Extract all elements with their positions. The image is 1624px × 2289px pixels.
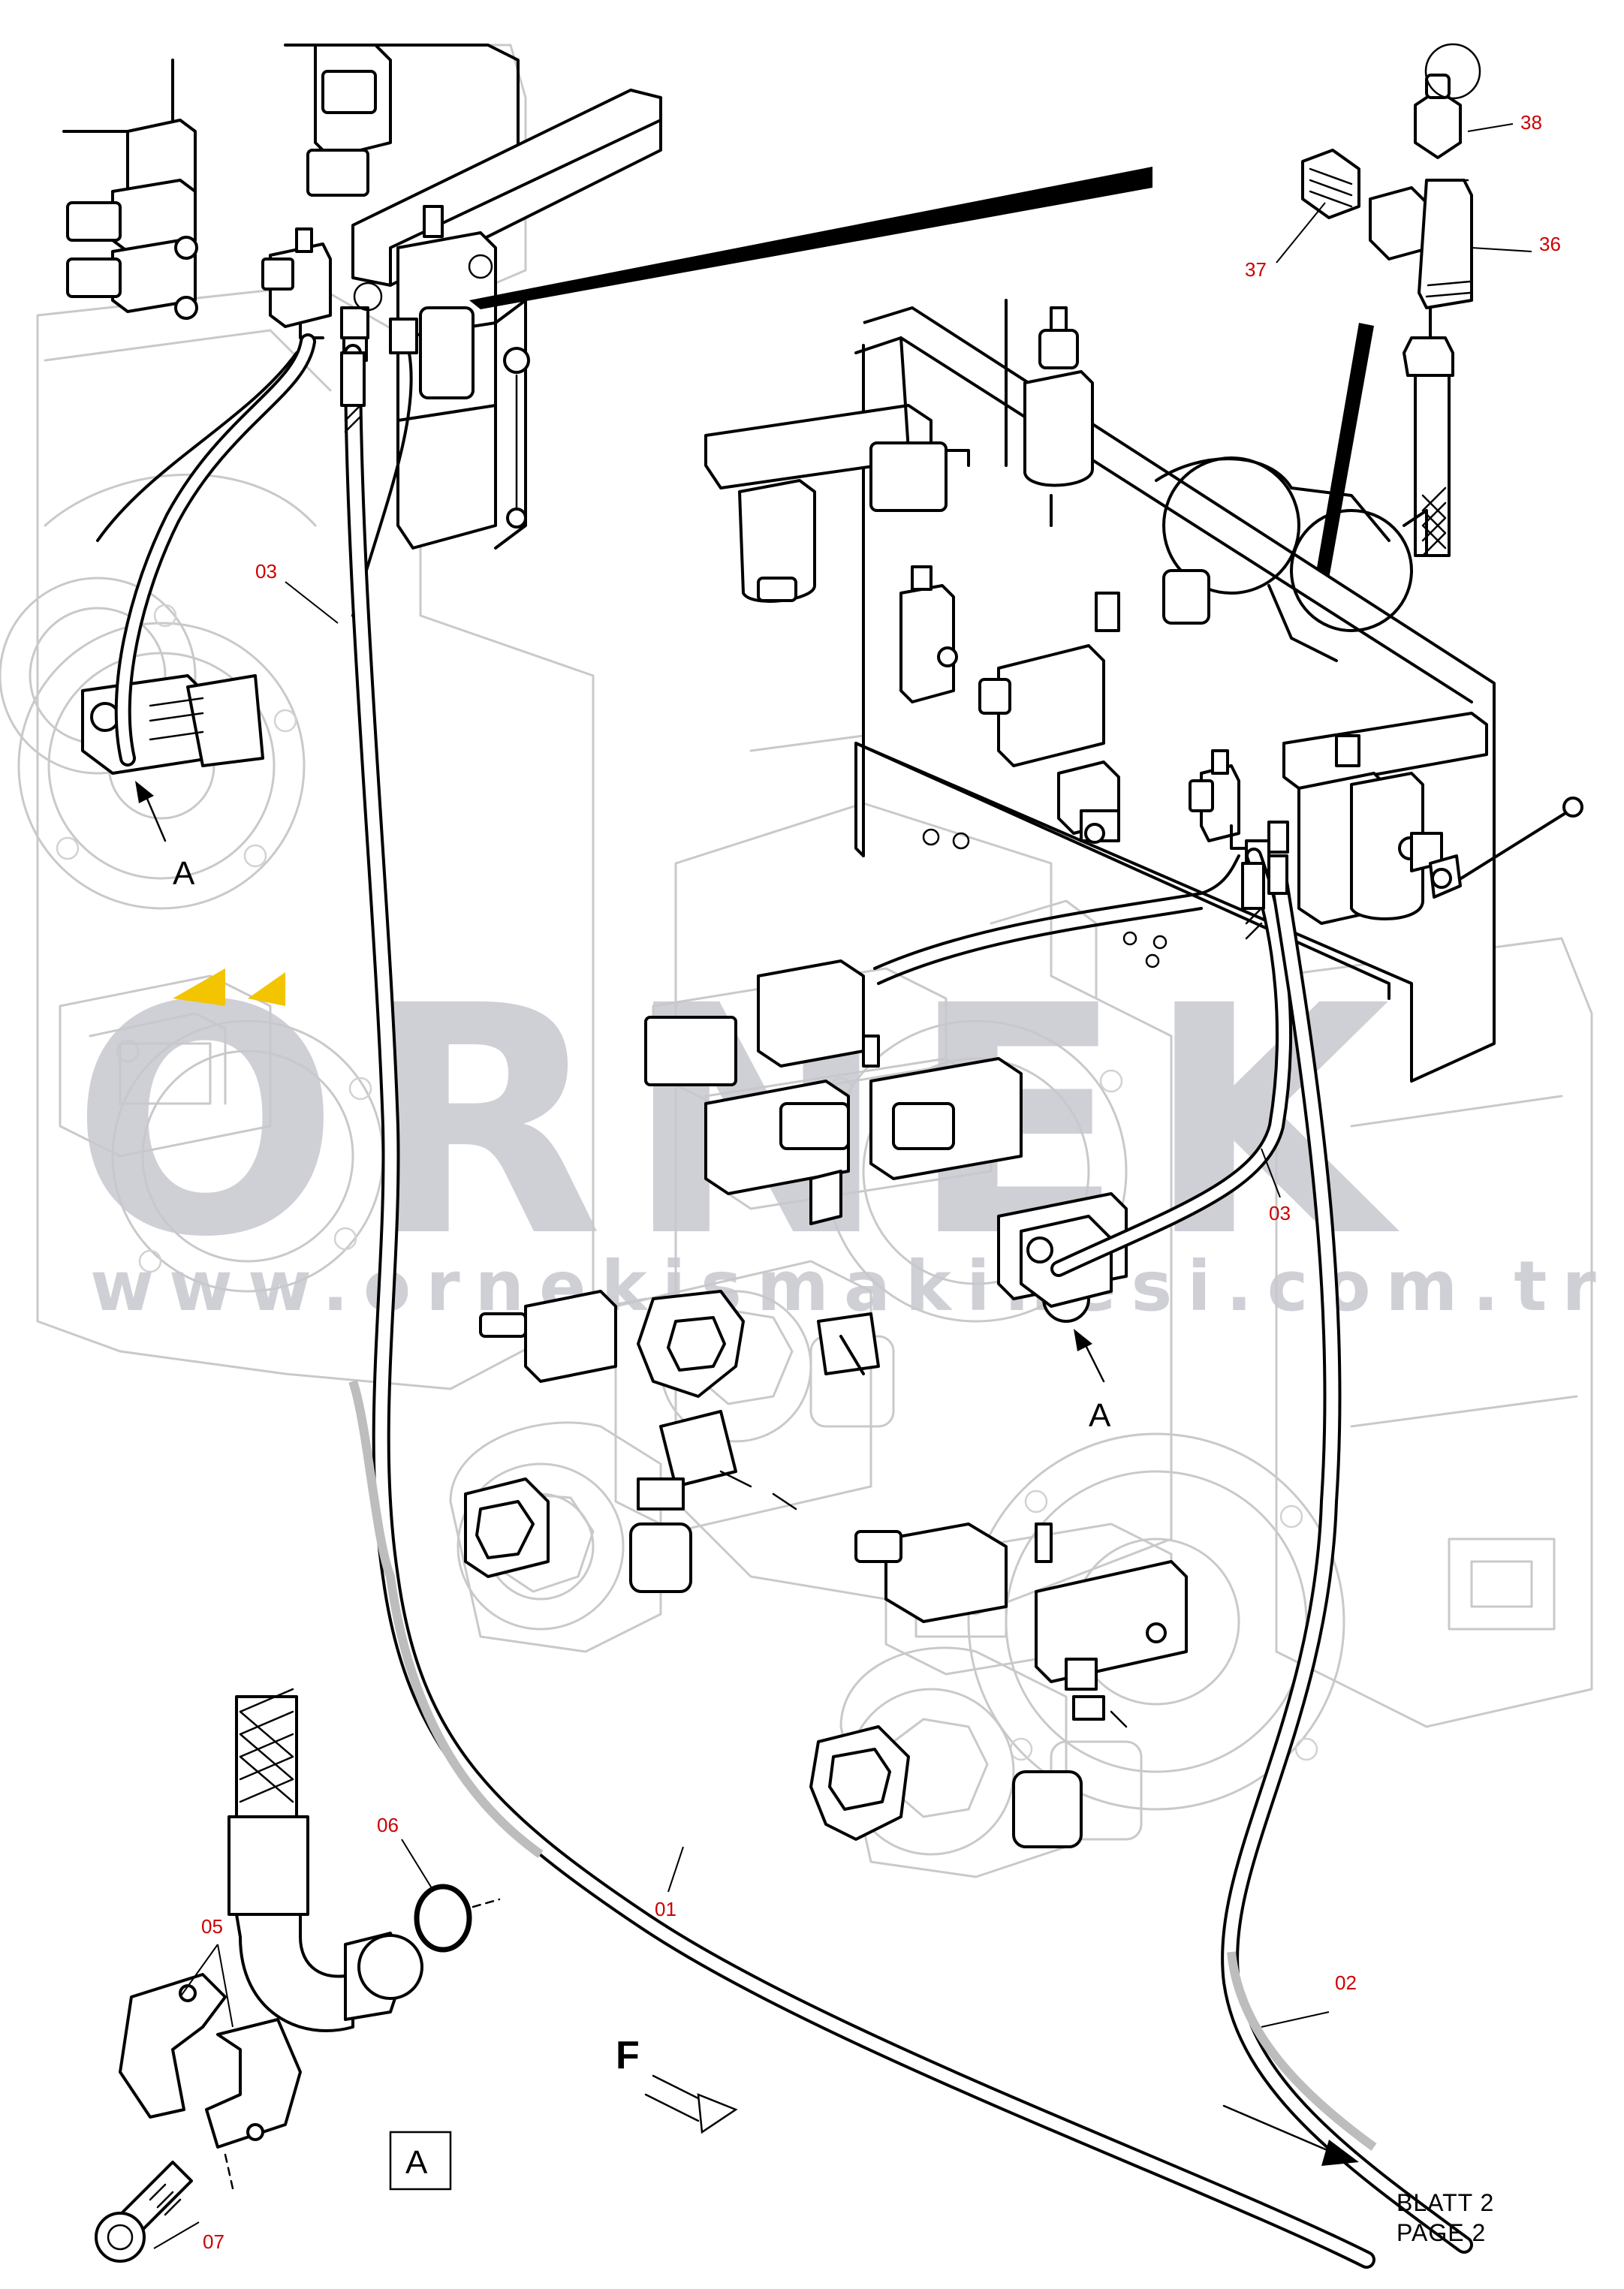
- callouts: 38 37 36 03 03 01 02 06 05 07: [153, 111, 1561, 2253]
- page-footer: BLATT 2 PAGE 2: [1397, 2189, 1494, 2246]
- part-05-flange-half-lower: [205, 2018, 302, 2149]
- callout-38: 38: [1520, 111, 1542, 134]
- footer-sheet-label: BLATT 2: [1397, 2189, 1494, 2216]
- callout-37: 37: [1245, 258, 1267, 281]
- left-flange-assembly: [81, 674, 1113, 1308]
- part-37-adapter: [1301, 149, 1360, 219]
- detail-leader-wedge-top: [469, 167, 1152, 309]
- callout-03-left: 03: [255, 560, 277, 583]
- part-06-o-ring: [414, 1884, 472, 1953]
- part-36-tee: [1418, 179, 1473, 309]
- right-valve-assembly: [704, 299, 1583, 1083]
- detail-fittings: [1301, 43, 1481, 557]
- callout-02: 02: [1335, 1971, 1357, 1994]
- callout-36: 36: [1539, 233, 1561, 255]
- watermark-accent-right: [248, 972, 285, 1006]
- detail-marker-a-right: A: [1089, 1397, 1111, 1434]
- watermark-url: www.ornekismakinesi.com.tr: [90, 1246, 1611, 1327]
- detail-box-label: A: [405, 2144, 428, 2181]
- hose-end-detail: [95, 1688, 501, 2263]
- detail-marker-a-left: A: [173, 855, 195, 892]
- direction-label: F: [616, 2034, 640, 2077]
- part-38-coupling: [1414, 89, 1462, 159]
- footer-page-label: PAGE 2: [1397, 2219, 1486, 2246]
- callout-07: 07: [203, 2230, 224, 2253]
- detail-box: [389, 2131, 452, 2191]
- callout-01: 01: [655, 1898, 676, 1920]
- callout-06: 06: [377, 1814, 399, 1836]
- hoses: [96, 333, 1473, 2269]
- watermark-accent-left: [173, 968, 225, 1006]
- part-05-flange-half-upper: [119, 1973, 227, 2119]
- callout-05: 05: [201, 1915, 223, 1938]
- detail-markers: A A A: [135, 781, 1111, 2191]
- flow-direction-markers: F: [616, 2034, 1359, 2166]
- callout-03-right: 03: [1269, 1202, 1291, 1224]
- upper-left-valve-assembly: [62, 44, 662, 550]
